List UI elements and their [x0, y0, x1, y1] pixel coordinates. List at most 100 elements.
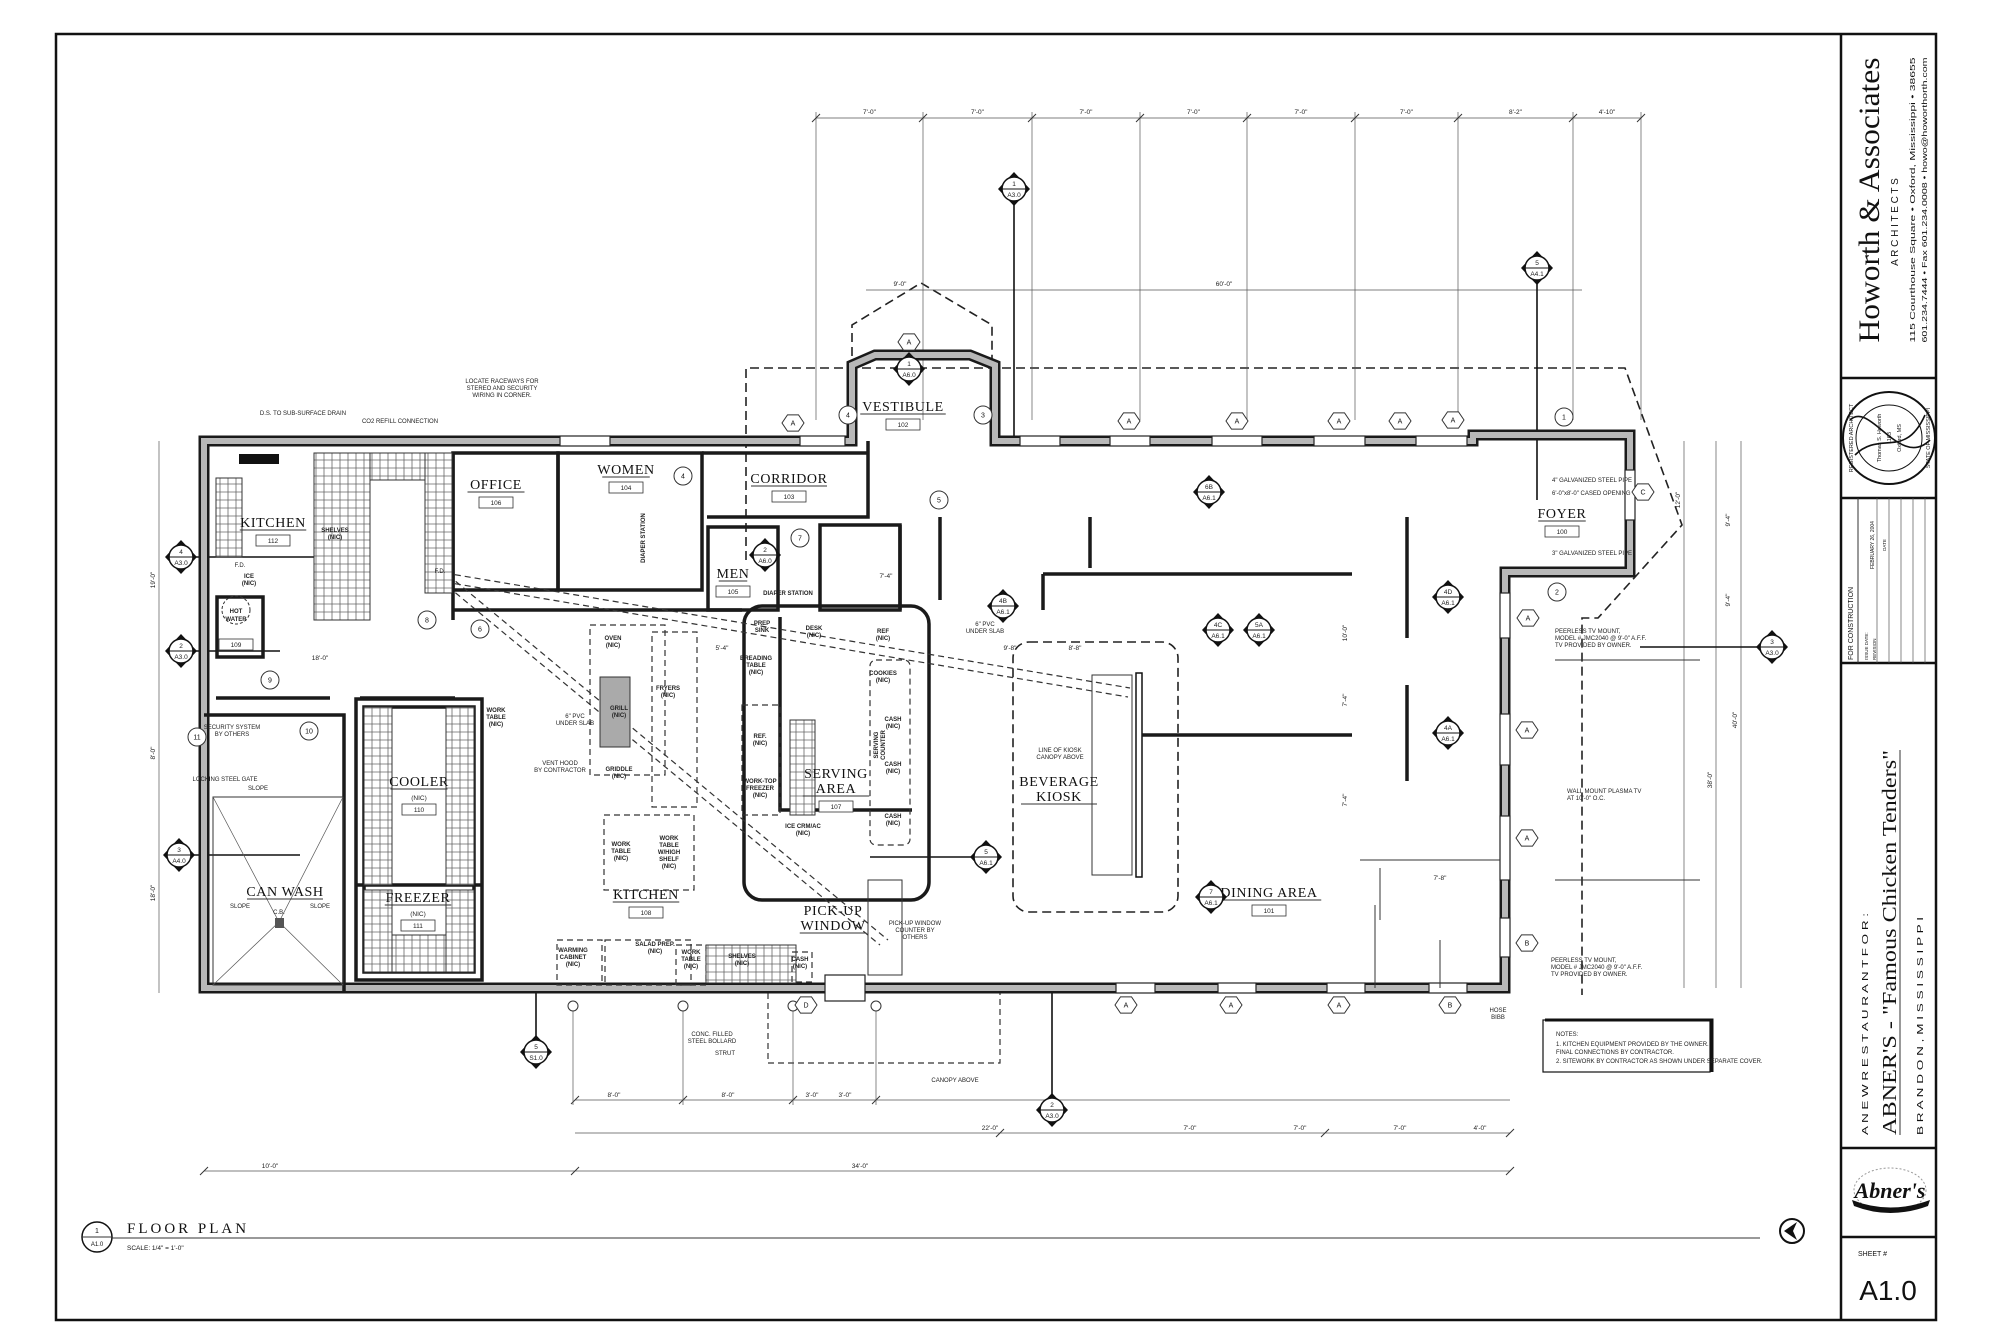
- window: [1217, 982, 1257, 994]
- equipment-text: ICE: [244, 574, 254, 580]
- equipment-text: SERVING: [874, 731, 880, 758]
- annotation: F.D.: [435, 569, 446, 575]
- marker-number: 4: [179, 549, 183, 556]
- equipment-text: TABLE: [681, 957, 701, 963]
- door-tag-number: 9: [268, 678, 272, 685]
- firm-subtitle: A R C H I T E C T S: [1890, 178, 1901, 266]
- equipment-text: SHELVES: [728, 954, 756, 960]
- annotation-text: PEERLESS TV MOUNT,: [1551, 958, 1617, 964]
- abners-logo: Abner's: [1852, 1167, 1930, 1213]
- dimension-label: 7'-0": [863, 109, 877, 116]
- annotation-text: CANOPY ABOVE: [931, 1078, 978, 1084]
- window: [1326, 982, 1366, 994]
- room-name: CORRIDOR: [750, 472, 827, 487]
- door-tag-number: 4: [681, 474, 685, 481]
- equipment-label: CASH(NIC): [884, 814, 901, 827]
- marker-sheet: A3.0: [1765, 650, 1779, 657]
- dimension-label: 4'-0": [1474, 1125, 1488, 1132]
- svg-text:Abner's: Abner's: [1853, 1178, 1926, 1203]
- firm-name: Howorth & Associates: [1853, 58, 1886, 343]
- marker-number: 5: [534, 1044, 538, 1051]
- window-type-tag: A: [1327, 412, 1351, 430]
- room-name: BEVERAGE: [1019, 775, 1098, 790]
- room-name: PICK-UP: [804, 904, 863, 919]
- equipment-text: (NIC): [648, 949, 662, 955]
- note-item: FINAL CONNECTIONS BY CONTRACTOR.: [1556, 1050, 1674, 1056]
- equipment-text: (NIC): [661, 693, 675, 699]
- note-item: 2. SITEWORK BY CONTRACTOR AS SHOWN UNDER…: [1556, 1059, 1763, 1065]
- room-number: 104: [621, 485, 632, 492]
- marker-sheet: A6.0: [902, 372, 916, 379]
- door-tag: 10: [299, 721, 319, 741]
- equipment-text: TABLE: [746, 663, 766, 669]
- door-tag-number: 11: [193, 735, 200, 742]
- annotation-text: C.B.: [273, 910, 285, 916]
- annotation-text: VENT HOOD: [542, 761, 578, 767]
- equipment-text: TABLE: [611, 849, 631, 855]
- title-block: Howorth & Associates A R C H I T E C T S…: [1839, 34, 1936, 1320]
- window-tag-letter: A: [1127, 419, 1132, 426]
- marker-sheet: A3.0: [1007, 192, 1021, 199]
- window-tag-letter: A: [1398, 419, 1403, 426]
- window: [1499, 917, 1511, 958]
- dimension-lines: [158, 112, 1772, 1176]
- dimension-label: 10'-0": [262, 1163, 279, 1170]
- annotation-text: MODEL # JMC2040 @ 9'-0" A.F.F.: [1551, 965, 1643, 971]
- door-tag-number: 2: [1555, 590, 1559, 597]
- equipment-text: SINK: [755, 628, 770, 634]
- window-tag-letter: A: [1525, 728, 1530, 735]
- equipment-label: FRYERS(NIC): [656, 686, 680, 699]
- window-tag-letter: C: [1640, 490, 1645, 497]
- annotation-text: 4" GALVANIZED STEEL PIPE: [1552, 478, 1632, 484]
- room-sub-label: (NIC): [410, 911, 426, 918]
- annotation-text: STEEL BOLLARD: [688, 1039, 737, 1045]
- annotation-text: CONC. FILLED: [691, 1032, 733, 1038]
- annotation-text: F.D.: [435, 569, 446, 575]
- dimension-label: 8'-8": [1069, 645, 1083, 652]
- marker-sheet: A6.1: [979, 860, 993, 867]
- door-tag-number: 3: [981, 413, 985, 420]
- marker-number: 6B: [1205, 484, 1213, 491]
- annotation: SLOPE: [248, 786, 268, 792]
- equipment-text: (NIC): [753, 741, 767, 747]
- window-type-tag: D: [794, 996, 818, 1014]
- dimension-label: 7'-8": [1434, 875, 1448, 882]
- marker-sheet: A6.0: [758, 558, 772, 565]
- annotation-text: UNDER SLAB: [556, 721, 594, 727]
- window-type-tag: A: [781, 414, 805, 432]
- firm-contact: 601.234.7444 • Fax 601.234.0008 • howo@h…: [1920, 58, 1929, 343]
- annotation-text: WIRING IN CORNER.: [472, 393, 532, 399]
- project-location: B R A N D O N , M I S S I S S I P P I: [1915, 917, 1925, 1135]
- svg-text:Oxford, MS: Oxford, MS: [1897, 424, 1903, 452]
- window: [1428, 982, 1468, 994]
- equipment-text: (NIC): [614, 856, 628, 862]
- equipment-text: (NIC): [735, 961, 749, 967]
- annotation-text: 6" PVC: [975, 622, 995, 628]
- room-name: KITCHEN: [613, 888, 679, 903]
- north-arrow: [1779, 1218, 1805, 1244]
- section-marker: 5A6.1: [970, 840, 1002, 874]
- equipment-text: CASH: [884, 762, 901, 768]
- annotation: STRUT: [715, 1051, 735, 1057]
- annotation-text: CANOPY ABOVE: [1036, 755, 1083, 761]
- marker-sheet: A6.1: [1202, 495, 1216, 502]
- annotation-text: TV PROVIDED BY OWNER.: [1555, 643, 1632, 649]
- equipment-text: (NIC): [749, 670, 763, 676]
- equipment-text: WORK: [487, 708, 507, 714]
- window: [1499, 815, 1511, 881]
- door-tag: 8: [417, 610, 437, 630]
- marker-number: 4B: [999, 598, 1007, 605]
- detail-sheet: A1.0: [91, 1242, 104, 1248]
- room-name: FOYER: [1538, 507, 1587, 522]
- door-tag-number: 5: [937, 498, 941, 505]
- drawing-title-text: FLOOR PLAN: [127, 1221, 249, 1237]
- equipment-text: REF.: [753, 734, 766, 740]
- equipment-text: OVEN: [604, 636, 621, 642]
